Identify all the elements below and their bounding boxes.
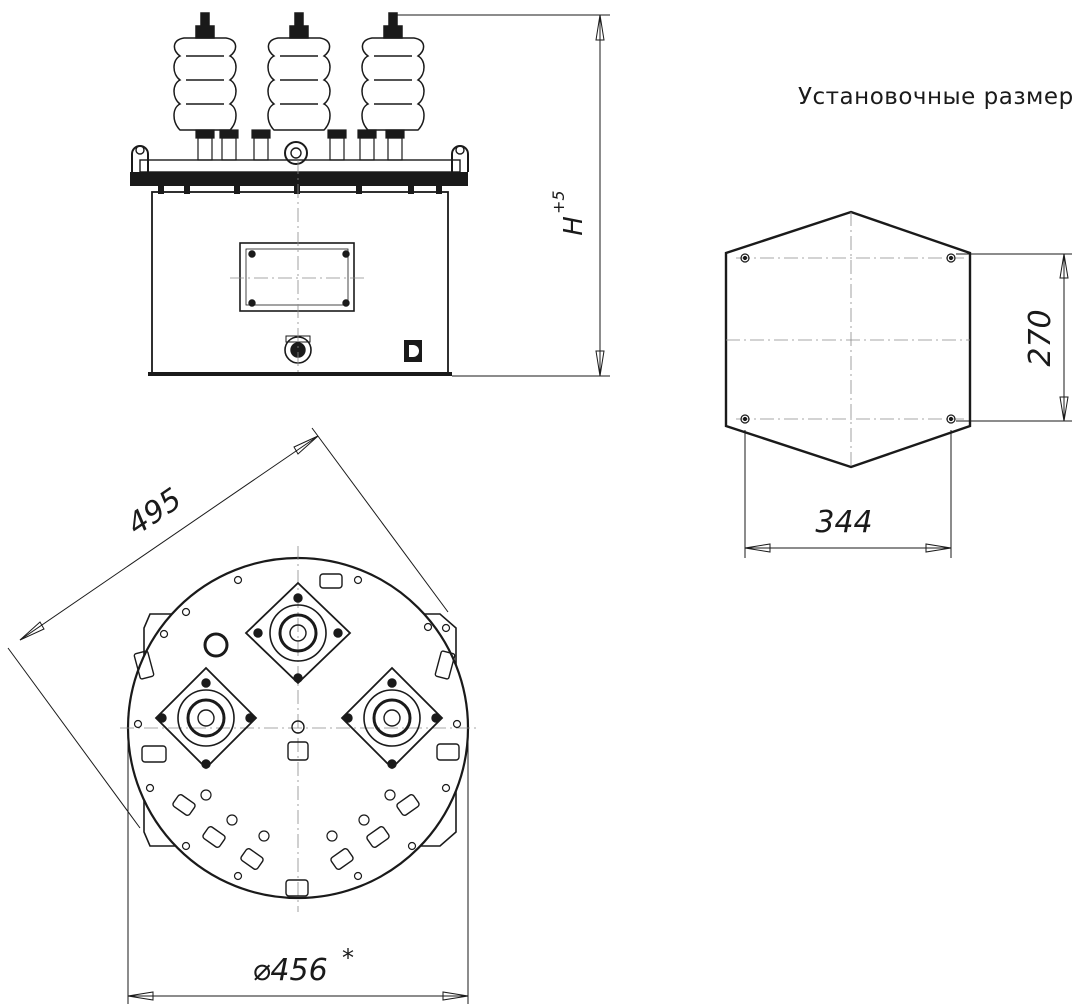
depth-label: 270 bbox=[1023, 309, 1058, 366]
mounting-outline bbox=[724, 210, 972, 469]
hv-insulator-left bbox=[173, 12, 237, 131]
height-dimension bbox=[392, 14, 610, 377]
diameter-dimension bbox=[127, 740, 469, 1004]
mounting-holes bbox=[740, 253, 956, 424]
width-dimension bbox=[744, 430, 952, 558]
lv-bushings bbox=[195, 129, 405, 161]
width-label: 344 bbox=[815, 505, 872, 540]
mounting-view bbox=[724, 210, 1072, 558]
cover-flange bbox=[130, 172, 468, 186]
flange-bolts bbox=[158, 186, 442, 194]
filler-cap-icon bbox=[203, 632, 229, 658]
drawing-title: Установочные размеры bbox=[798, 84, 1072, 110]
hv-insulator-right bbox=[361, 12, 425, 131]
front-view bbox=[130, 12, 469, 376]
height-tolerance: +5 bbox=[549, 190, 568, 214]
bushing-flange-left bbox=[154, 666, 258, 770]
diagonal-dimension bbox=[7, 427, 449, 829]
height-label: H bbox=[559, 216, 589, 236]
hv-insulator-center bbox=[267, 12, 331, 131]
lifting-lug-icon bbox=[131, 145, 469, 172]
top-view bbox=[120, 546, 478, 912]
bushing-flange-top bbox=[244, 581, 352, 685]
diameter-label: ⌀456 bbox=[252, 953, 327, 988]
cover-holes bbox=[133, 575, 462, 881]
bushing-flange-right bbox=[340, 666, 444, 770]
diagonal-label: 495 bbox=[121, 482, 188, 543]
earth-mark-icon bbox=[404, 340, 422, 362]
depth-dimension bbox=[956, 253, 1072, 422]
diameter-mark: * bbox=[342, 944, 354, 972]
nameplate bbox=[239, 242, 355, 312]
